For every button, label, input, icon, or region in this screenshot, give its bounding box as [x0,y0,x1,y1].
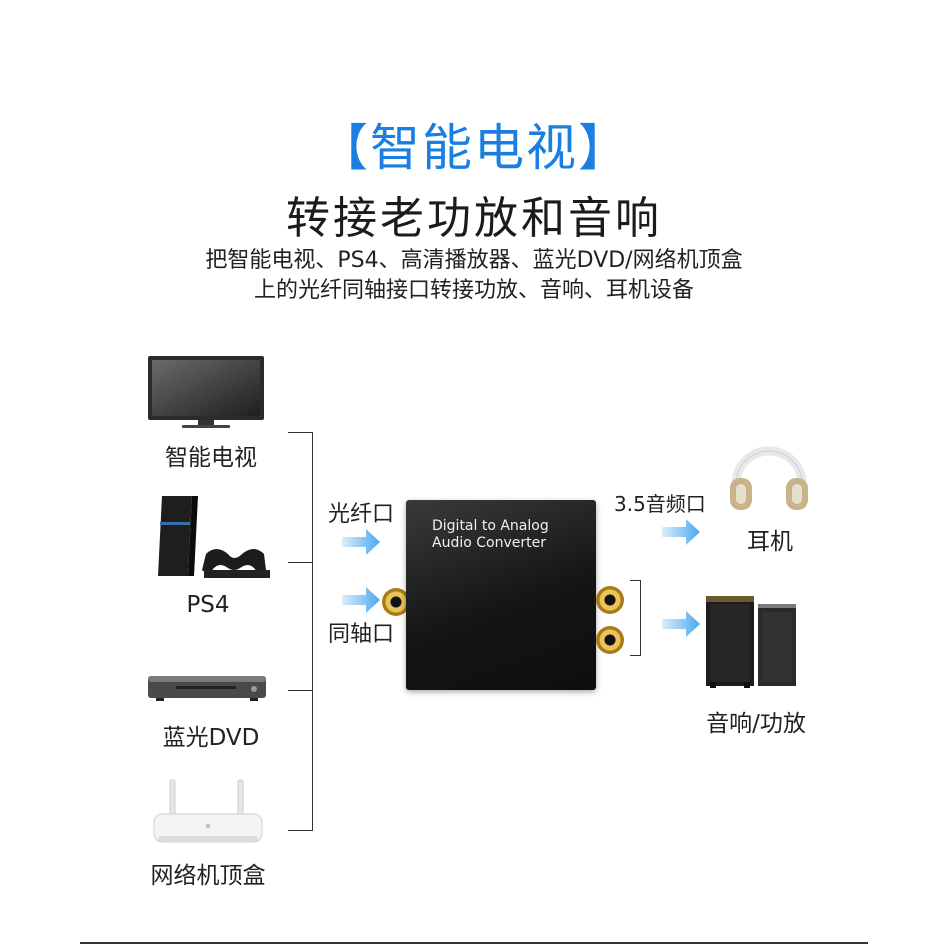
output-bracket [630,580,641,656]
converter-text-line-2: Audio Converter [432,535,546,551]
source-label-ps4: PS4 [186,592,230,618]
audio-35mm-output-label: 3.5音频口 [614,492,706,516]
rca-output-jack-icon [596,586,624,614]
source-label-bluray-dvd: 蓝光DVD [162,725,260,751]
headphones-icon [728,434,810,514]
bottom-divider [80,942,868,944]
router-settop-box-icon [150,778,266,848]
bracket-tick-4 [288,830,312,831]
source-bracket [312,432,313,831]
description-line-2: 上的光纤同轴接口转接功放、音响、耳机设备 [253,278,694,303]
tv-icon [146,354,266,430]
coaxial-jack-icon [382,588,410,616]
output-label-speaker-amplifier: 音响/功放 [706,711,806,737]
coaxial-input-label: 同轴口 [328,622,395,647]
page-subtitle: 转接老功放和音响 [286,193,662,244]
ps4-console-icon [154,492,272,580]
source-label-settop-box: 网络机顶盒 [150,863,266,889]
bracket-tick-1 [288,432,312,433]
speaker-system-icon [704,592,800,690]
arrow-right-icon [662,518,702,546]
source-label-smart-tv: 智能电视 [165,445,257,471]
arrow-right-icon [342,586,382,614]
bracket-tick-3 [288,690,312,691]
dvd-player-icon [146,672,268,704]
converter-text-line-1: Digital to Analog [432,518,549,534]
audio-converter-box [406,500,596,690]
rca-output-jack-icon [596,626,624,654]
description-line-1: 把智能电视、PS4、高清播放器、蓝光DVD/网络机顶盒 [205,248,743,273]
arrow-right-icon [662,610,702,638]
bracket-tick-2 [288,562,312,563]
page-title: 【智能电视】 [318,119,630,177]
output-label-headphones: 耳机 [747,529,793,555]
arrow-right-icon [342,528,382,556]
optical-input-label: 光纤口 [328,502,395,527]
